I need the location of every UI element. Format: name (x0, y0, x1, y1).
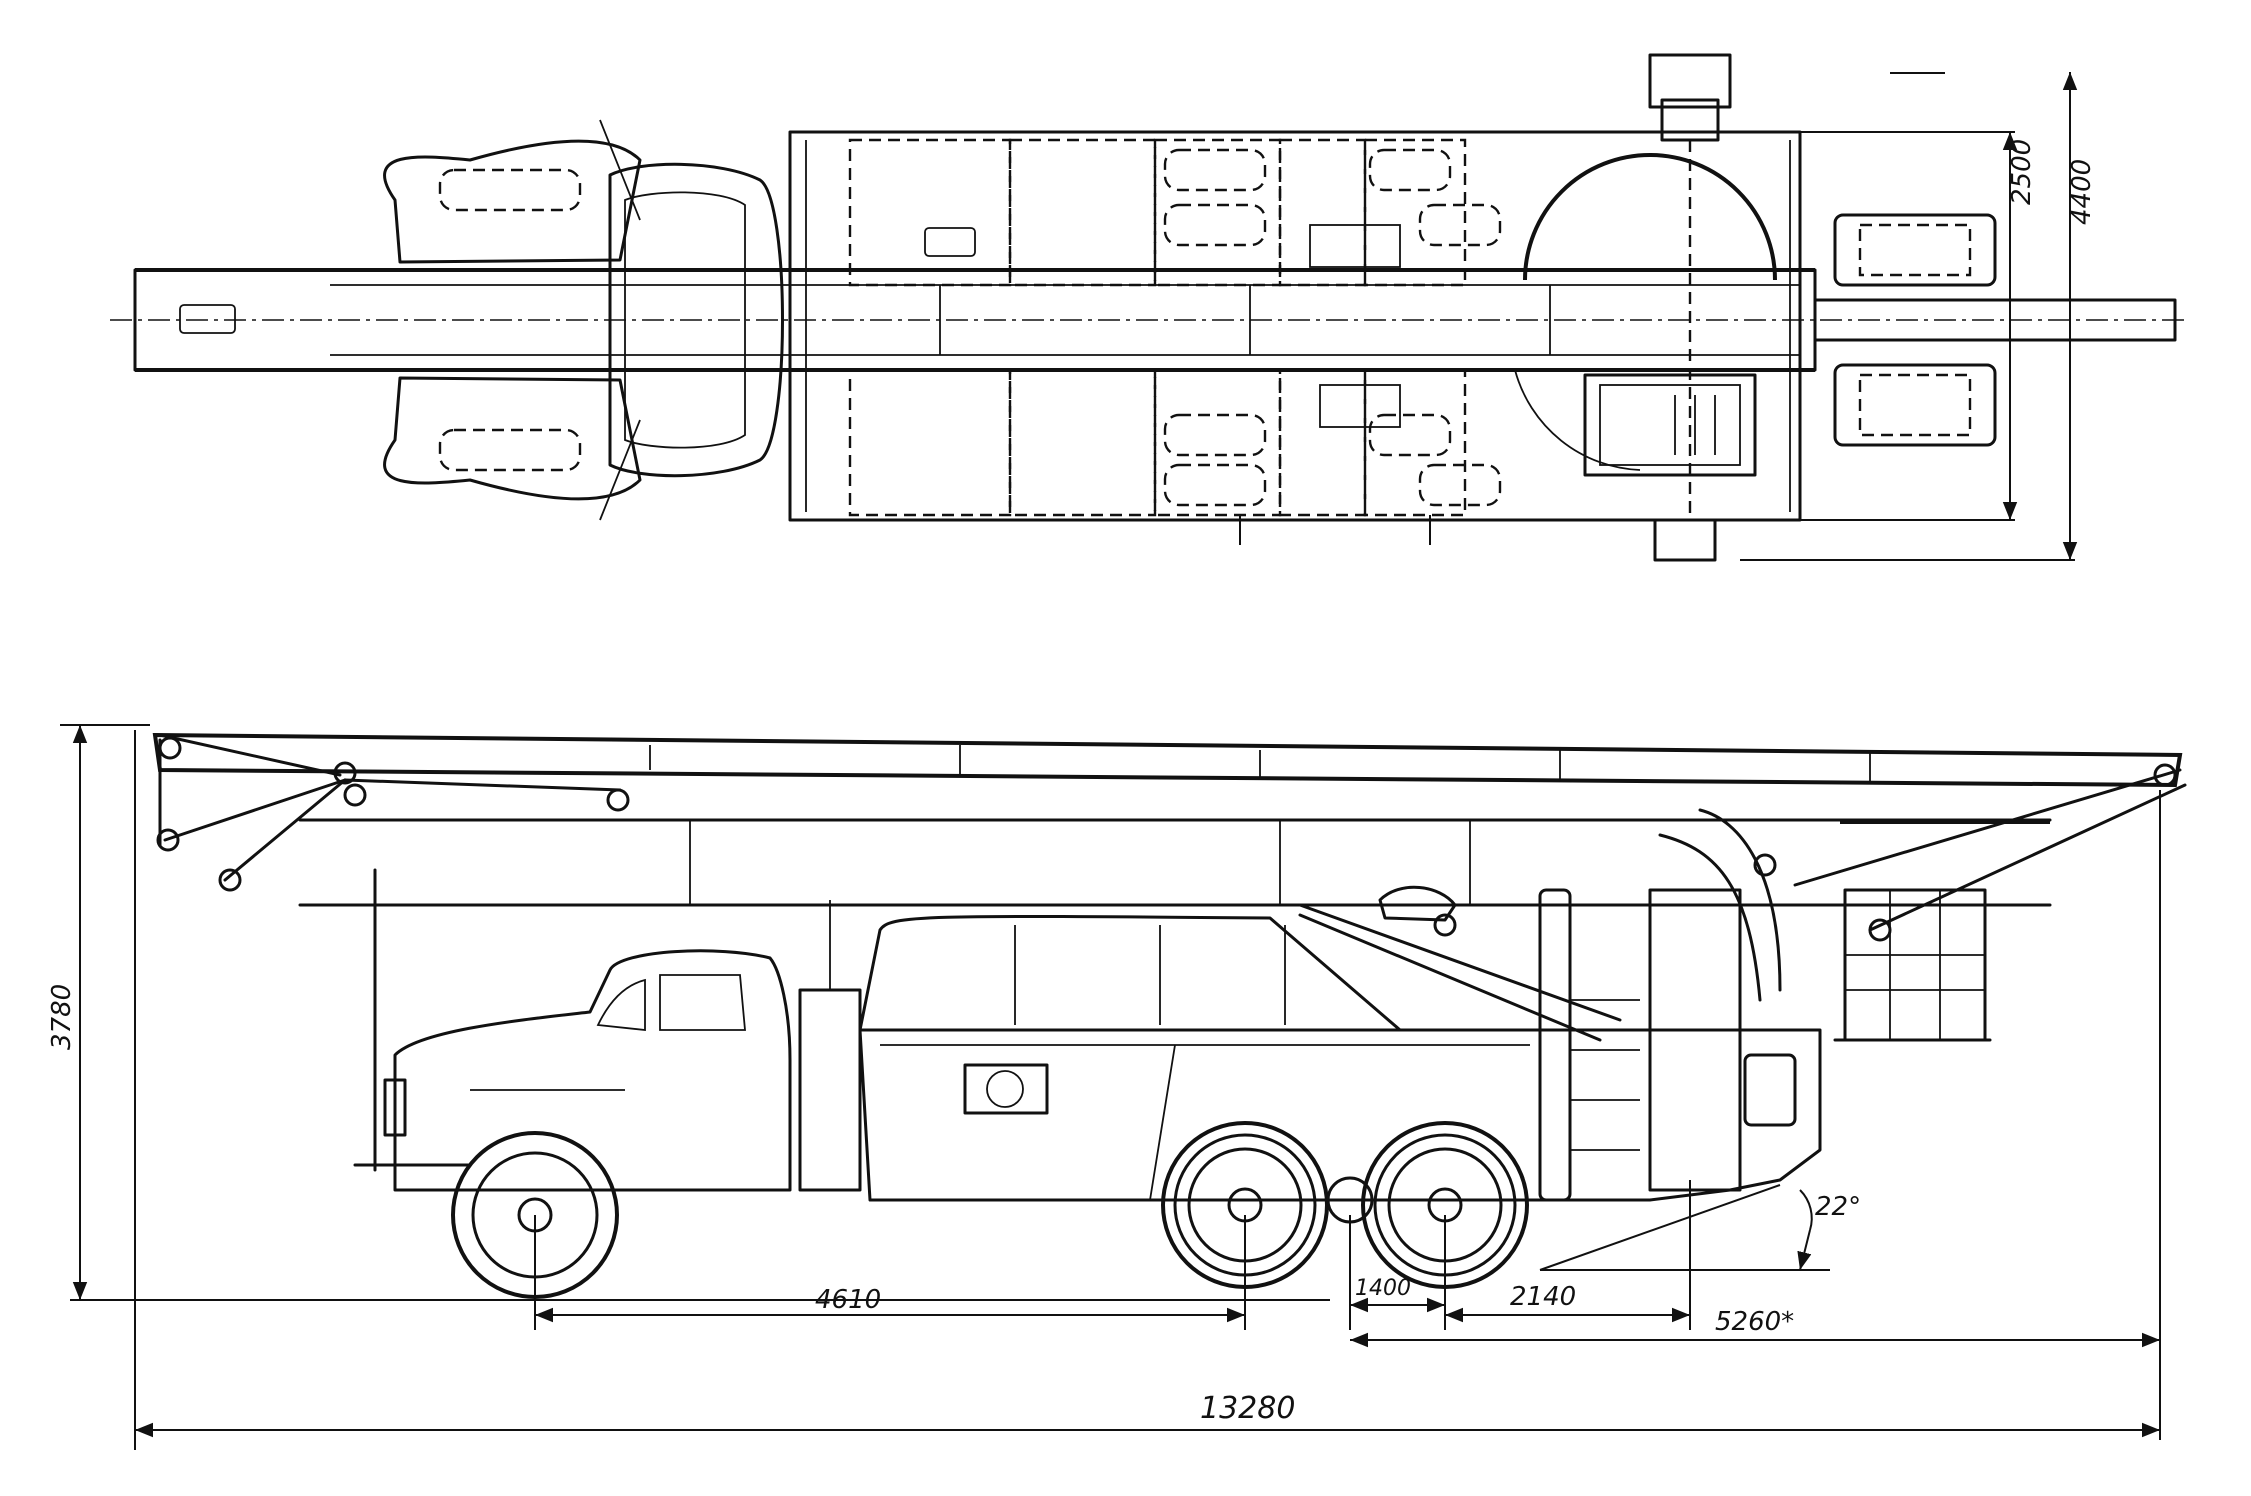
emblem-plate (963, 1063, 1049, 1115)
side-view: 22° 3780 4610 1400 2140 5260* 13280 (47, 724, 2187, 1450)
dim-rear-overhang: 2140 (1510, 1282, 1576, 1312)
body-outline (788, 130, 1802, 522)
compartments-bottom (848, 368, 1502, 517)
cab-side-view (353, 868, 792, 1192)
dim-height: 3780 (47, 984, 77, 1050)
control-box (1583, 373, 1757, 477)
basket-top (1833, 213, 1997, 287)
dim-width-outriggers: 4400 (2067, 159, 2097, 225)
dim-rear-total: 5260* (1715, 1307, 1794, 1337)
platform-basket (1793, 763, 2187, 1042)
dim-width-body: 2500 (2007, 139, 2037, 205)
cab-top-view (383, 119, 784, 521)
boom-fly-section (1813, 298, 2177, 342)
outrigger-pad-bottom (1653, 518, 1717, 562)
boom-top-view (110, 268, 2190, 372)
dim-departure-angle: 22° (1815, 1192, 1861, 1222)
dim-wheelbase-front: 4610 (815, 1285, 881, 1315)
turntable (1523, 153, 1777, 281)
wheels (451, 1121, 1529, 1299)
dim-rear-axle-spacing: 1400 (1355, 1276, 1411, 1301)
top-view: 2500 4400 (110, 53, 2190, 562)
compartments-top (848, 138, 1502, 287)
rear-control-panel (1743, 1053, 1797, 1127)
truck-body (798, 900, 1822, 1202)
outrigger-pad-top (1648, 53, 1732, 109)
boom-side-view (152, 732, 2183, 907)
dim-overall-length: 13280 (1200, 1391, 1295, 1426)
side-ladder (1538, 888, 1742, 1202)
front-hydraulics (798, 988, 862, 1192)
